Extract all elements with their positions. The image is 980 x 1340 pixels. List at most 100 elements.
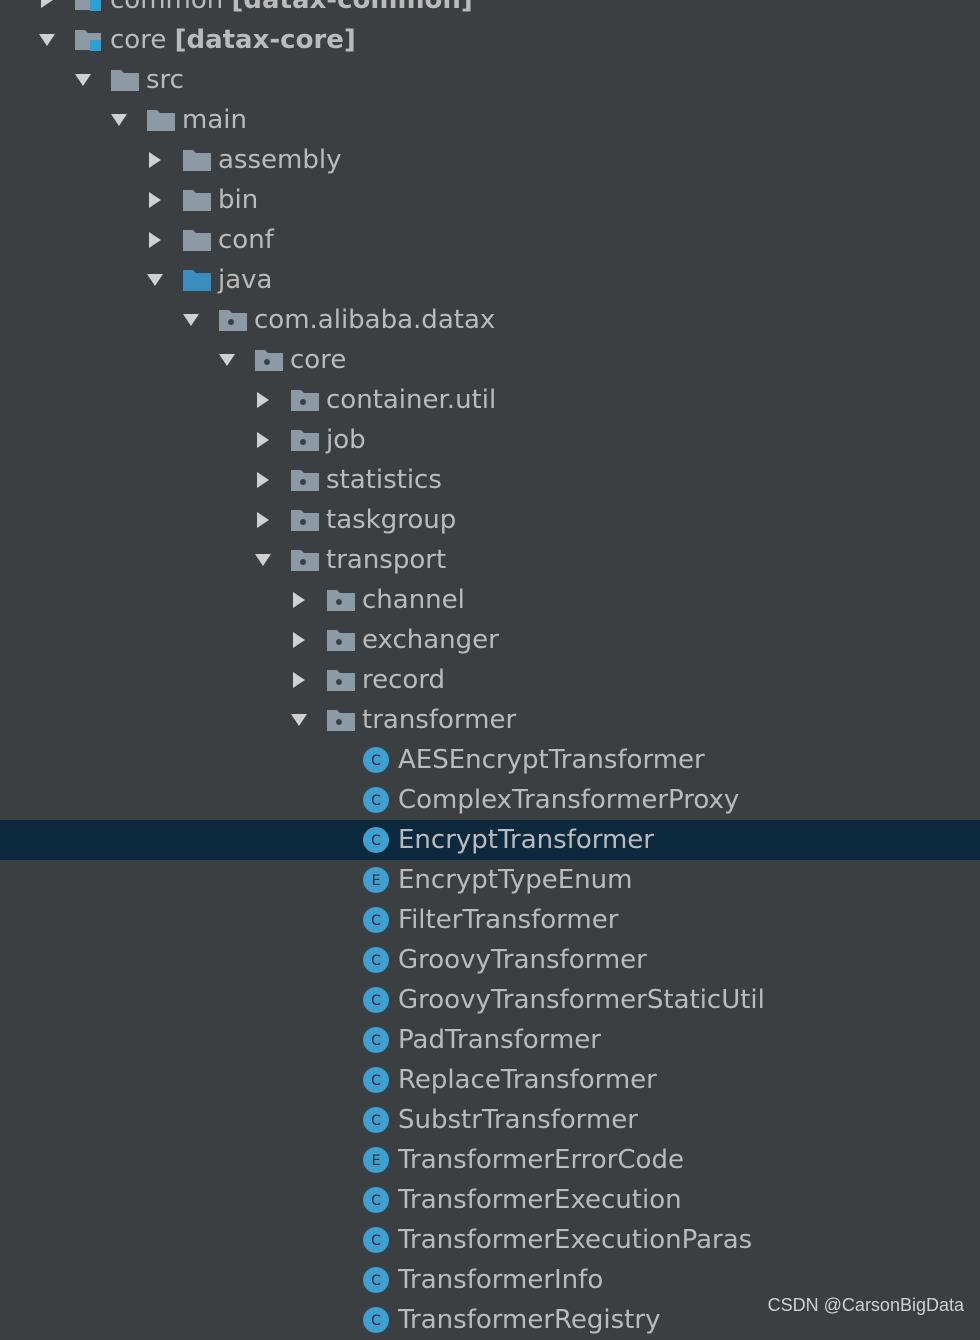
tree-row[interactable]: java — [0, 260, 980, 300]
tree-row[interactable]: conf — [0, 220, 980, 260]
svg-text:C: C — [371, 1113, 381, 1129]
tree-row-label: transformer — [362, 703, 516, 737]
svg-text:C: C — [371, 1033, 381, 1049]
tree-row-label: container.util — [326, 383, 496, 417]
tree-row[interactable]: transport — [0, 540, 980, 580]
class-icon: C — [362, 1226, 392, 1254]
expand-arrow-icon[interactable] — [254, 551, 272, 569]
tree-row[interactable]: channel — [0, 580, 980, 620]
collapse-arrow-icon[interactable] — [254, 511, 272, 529]
collapse-arrow-icon[interactable] — [146, 231, 164, 249]
tree-row[interactable]: core — [0, 340, 980, 380]
tree-row[interactable]: common [datax-common] — [0, 0, 980, 20]
watermark: CSDN @CarsonBigData — [767, 1295, 964, 1315]
expand-arrow-icon[interactable] — [182, 311, 200, 329]
folder-icon — [182, 226, 212, 254]
collapse-arrow-icon[interactable] — [290, 671, 308, 689]
tree-row-label: TransformerExecution — [398, 1183, 682, 1217]
package-icon — [326, 666, 356, 694]
tree-row[interactable]: C ComplexTransformerProxy — [0, 780, 980, 820]
expand-arrow-icon[interactable] — [110, 111, 128, 129]
tree-row-label: TransformerRegistry — [398, 1303, 660, 1337]
package-icon — [290, 466, 320, 494]
class-icon: C — [362, 906, 392, 934]
enum-icon: E — [362, 1146, 392, 1174]
tree-row[interactable]: src — [0, 60, 980, 100]
tree-row[interactable]: assembly — [0, 140, 980, 180]
tree-row-label: ComplexTransformerProxy — [398, 783, 739, 817]
expand-arrow-icon[interactable] — [146, 271, 164, 289]
tree-row[interactable]: job — [0, 420, 980, 460]
class-icon: C — [362, 786, 392, 814]
tree-row-label: AESEncryptTransformer — [398, 743, 705, 777]
tree-row[interactable]: main — [0, 100, 980, 140]
tree-row-name: assembly — [218, 145, 342, 175]
tree-row-name: job — [326, 425, 366, 455]
tree-row[interactable]: transformer — [0, 700, 980, 740]
class-icon: C — [362, 1066, 392, 1094]
tree-row-label: PadTransformer — [398, 1023, 601, 1057]
expand-arrow-icon[interactable] — [38, 31, 56, 49]
tree-row[interactable]: C PadTransformer — [0, 1020, 980, 1060]
tree-row-label: TransformerExecutionParas — [398, 1223, 752, 1257]
tree-row[interactable]: container.util — [0, 380, 980, 420]
svg-text:C: C — [371, 953, 381, 969]
tree-row-name: TransformerRegistry — [398, 1305, 661, 1335]
svg-text:C: C — [371, 1233, 381, 1249]
tree-row[interactable]: C FilterTransformer — [0, 900, 980, 940]
collapse-arrow-icon[interactable] — [254, 391, 272, 409]
tree-row[interactable]: C TransformerExecution — [0, 1180, 980, 1220]
tree-row[interactable]: C GroovyTransformer — [0, 940, 980, 980]
tree-row-name: EncryptTypeEnum — [398, 865, 633, 895]
tree-row-name: src — [146, 65, 184, 95]
collapse-arrow-icon[interactable] — [146, 151, 164, 169]
tree-row-label: com.alibaba.datax — [254, 303, 495, 337]
tree-row-name: channel — [362, 585, 465, 615]
module-name: [datax-core] — [174, 25, 356, 55]
collapse-arrow-icon[interactable] — [38, 0, 56, 9]
tree-row-label: EncryptTransformer — [398, 823, 654, 857]
tree-row-label: record — [362, 663, 445, 697]
package-icon — [218, 306, 248, 334]
class-icon: C — [362, 1026, 392, 1054]
svg-text:C: C — [371, 793, 381, 809]
tree-row-name: GroovyTransformer — [398, 945, 647, 975]
tree-row[interactable]: com.alibaba.datax — [0, 300, 980, 340]
expand-arrow-icon[interactable] — [74, 71, 92, 89]
collapse-arrow-icon[interactable] — [146, 191, 164, 209]
tree-row[interactable]: C SubstrTransformer — [0, 1100, 980, 1140]
expand-arrow-icon[interactable] — [218, 351, 236, 369]
package-icon — [290, 386, 320, 414]
class-icon: C — [362, 1186, 392, 1214]
tree-row[interactable]: record — [0, 660, 980, 700]
tree-row[interactable]: bin — [0, 180, 980, 220]
tree-row-name: main — [182, 105, 247, 135]
tree-row[interactable]: exchanger — [0, 620, 980, 660]
tree-row[interactable]: statistics — [0, 460, 980, 500]
tree-row-name: bin — [218, 185, 259, 215]
tree-row-name: SubstrTransformer — [398, 1105, 638, 1135]
collapse-arrow-icon[interactable] — [254, 471, 272, 489]
collapse-arrow-icon[interactable] — [290, 631, 308, 649]
tree-row-label: channel — [362, 583, 465, 617]
tree-row[interactable]: taskgroup — [0, 500, 980, 540]
tree-row-name: java — [218, 265, 273, 295]
collapse-arrow-icon[interactable] — [254, 431, 272, 449]
svg-text:C: C — [371, 1193, 381, 1209]
tree-row[interactable]: core [datax-core] — [0, 20, 980, 60]
expand-arrow-icon[interactable] — [290, 711, 308, 729]
svg-text:C: C — [371, 833, 381, 849]
tree-row-name: TransformerErrorCode — [398, 1145, 684, 1175]
tree-row[interactable]: C TransformerExecutionParas — [0, 1220, 980, 1260]
tree-row[interactable]: C EncryptTransformer — [0, 820, 980, 860]
collapse-arrow-icon[interactable] — [290, 591, 308, 609]
svg-text:C: C — [371, 913, 381, 929]
tree-row-name: FilterTransformer — [398, 905, 619, 935]
